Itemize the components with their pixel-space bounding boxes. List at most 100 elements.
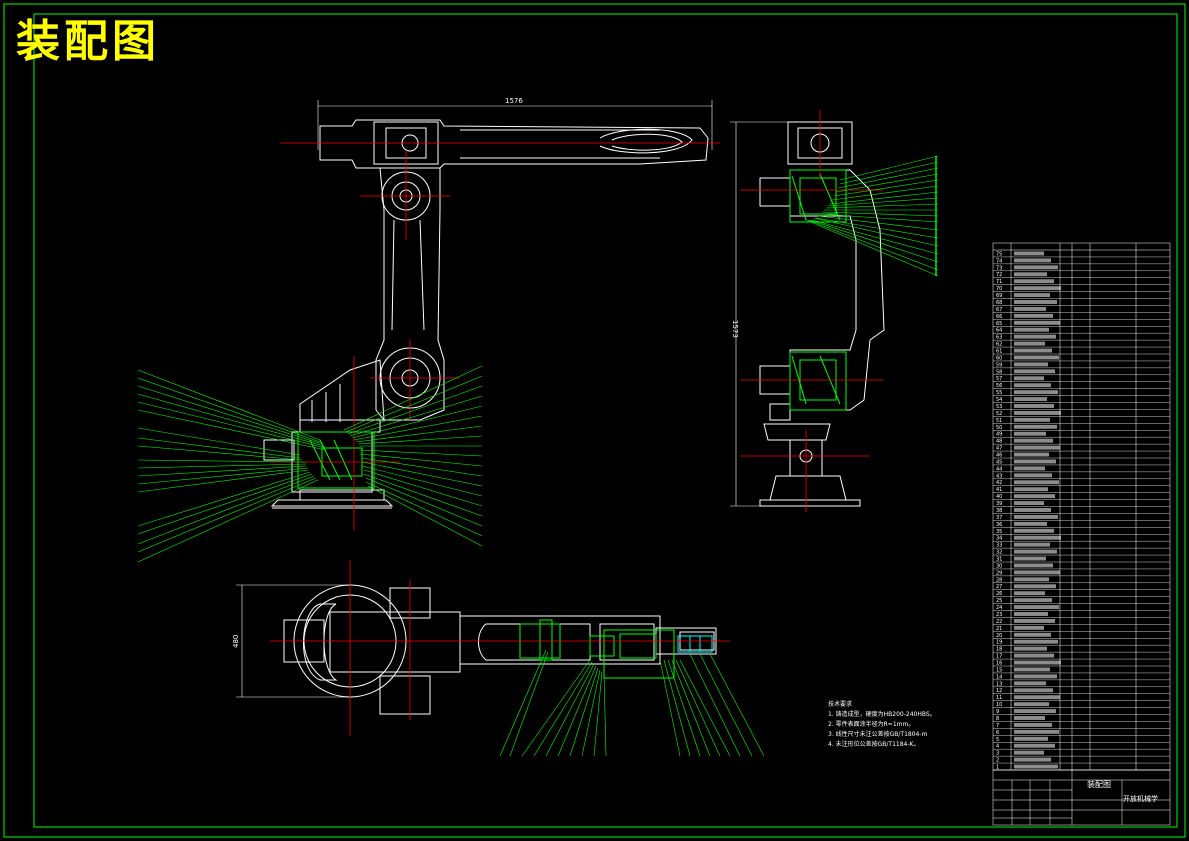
dim-top-height: 480 (232, 635, 240, 648)
front-view-section (297, 431, 375, 489)
bom-rows: 7574737271706968676665646362616059585756… (993, 249, 1170, 771)
bom-row-name-mark (1014, 591, 1045, 596)
bom-row-name-mark (1014, 306, 1046, 311)
bom-row-number: 14 (996, 674, 1002, 680)
bom-row-name-mark (1014, 736, 1048, 741)
bom-row-number: 1 (996, 765, 999, 771)
bom-row-number: 27 (996, 584, 1002, 590)
bom-row-number: 10 (996, 702, 1002, 708)
bom-row-name-mark (1014, 667, 1050, 672)
bom-row-number: 69 (996, 293, 1002, 299)
bom-row-name-mark (1014, 674, 1057, 679)
bom-row-name-mark (1014, 612, 1048, 616)
bom-row-number: 37 (996, 515, 1002, 521)
bom-row-number: 30 (996, 563, 1002, 569)
bom-row-name-mark (1014, 279, 1054, 284)
bom-row-name-mark (1014, 716, 1045, 720)
bom-row-number: 8 (996, 716, 999, 722)
bom-row-number: 63 (996, 335, 1002, 341)
bom-row-name-mark (1014, 521, 1047, 526)
bom-row-name-mark (1014, 549, 1057, 554)
dim-front-width: 1576 (505, 97, 523, 105)
bom-row-number: 47 (996, 446, 1002, 452)
bom-row-name-mark (1014, 729, 1059, 734)
bom-row-number: 13 (996, 681, 1002, 687)
bom-row-name-mark (1014, 660, 1061, 665)
bom-row-name-mark (1014, 709, 1056, 714)
bom-row-number: 72 (996, 272, 1002, 278)
bom-row-name-mark (1014, 265, 1058, 270)
side-view-centerlines (740, 110, 884, 512)
bom-row-number: 31 (996, 557, 1002, 563)
bom-row-number: 23 (996, 612, 1002, 618)
bom-row-name-mark (1014, 417, 1050, 422)
bom-row-number: 2 (996, 758, 999, 764)
bom-row-number: 52 (996, 411, 1002, 417)
bom-row-name-mark (1014, 757, 1051, 762)
bom-row-name-mark (1014, 487, 1048, 492)
bom-row-name-mark (1014, 632, 1051, 637)
bom-row-name-mark (1014, 466, 1045, 471)
bom-row-number: 59 (996, 362, 1002, 368)
bom-row-name-mark (1014, 334, 1056, 339)
front-view-centerlines (270, 142, 720, 530)
bom-row-number: 24 (996, 605, 1002, 611)
bom-row-name-mark (1014, 480, 1059, 485)
bom-row-name-mark (1014, 501, 1044, 506)
bom-row-name-mark (1014, 646, 1047, 651)
technical-notes: 技术要求 1. 铸造成型，硬度为HB200-240HBS。 2. 零件表面涂半径… (828, 700, 936, 750)
bom-row-name-mark (1014, 605, 1059, 610)
top-view-centerlines (270, 560, 730, 736)
bom-row-name-mark (1014, 286, 1061, 291)
bom-row-number: 16 (996, 661, 1002, 667)
bom-row-number: 7 (996, 723, 999, 729)
bom-row-name-mark (1014, 750, 1044, 755)
bom-row-name-mark (1014, 410, 1061, 415)
bom-row-number: 25 (996, 598, 1002, 604)
bom-row-number: 38 (996, 508, 1002, 514)
bom-row-number: 29 (996, 570, 1002, 576)
bom-row-number: 62 (996, 342, 1002, 348)
bom-row-name-mark (1014, 764, 1058, 769)
bom-row-name-mark (1014, 362, 1048, 367)
top-view-leaders (499, 649, 765, 757)
bom-row-name-mark (1014, 404, 1054, 408)
bom-row-number: 68 (996, 300, 1002, 306)
bom-row-number: 60 (996, 355, 1002, 361)
technical-note-4: 4. 未注形位公差按GB/T1184-K。 (828, 741, 920, 748)
bom-row-number: 71 (996, 279, 1002, 285)
technical-notes-heading: 技术要求 (828, 701, 853, 708)
bom-row-name-mark (1014, 341, 1045, 346)
bom-row-number: 61 (996, 349, 1002, 355)
bom-row-number: 43 (996, 473, 1002, 479)
bom-row-name-mark (1014, 473, 1052, 478)
bom-row-number: 18 (996, 647, 1002, 653)
bom-row-number: 19 (996, 640, 1002, 646)
bom-row-name-mark (1014, 327, 1049, 332)
bom-row-number: 26 (996, 591, 1002, 597)
bom-row-number: 54 (996, 397, 1002, 403)
front-view (263, 100, 713, 509)
bom-row-name-mark (1014, 383, 1051, 388)
bom-row-name-mark (1014, 535, 1061, 540)
bom-row-name-mark (1014, 452, 1049, 457)
bom-row-number: 40 (996, 494, 1002, 500)
bom-row-name-mark (1014, 376, 1044, 381)
bom-row-number: 35 (996, 529, 1002, 535)
bom-row-number: 74 (996, 258, 1002, 264)
bom-row-name-mark (1014, 577, 1049, 582)
bom-row-number: 73 (996, 265, 1002, 271)
top-view (236, 584, 717, 715)
bom-row-number: 39 (996, 501, 1002, 507)
bom-row-number: 66 (996, 314, 1002, 320)
bom-row-name-mark (1014, 424, 1057, 429)
bom-row-name-mark (1014, 688, 1053, 693)
bom-row-name-mark (1014, 355, 1059, 360)
bom-row-number: 11 (996, 695, 1002, 701)
bom-row-number: 15 (996, 667, 1002, 673)
bom-row-number: 41 (996, 487, 1002, 493)
bom-row-number: 49 (996, 432, 1002, 438)
bom-row-name-mark (1014, 293, 1050, 298)
bom-row-name-mark (1014, 348, 1052, 353)
